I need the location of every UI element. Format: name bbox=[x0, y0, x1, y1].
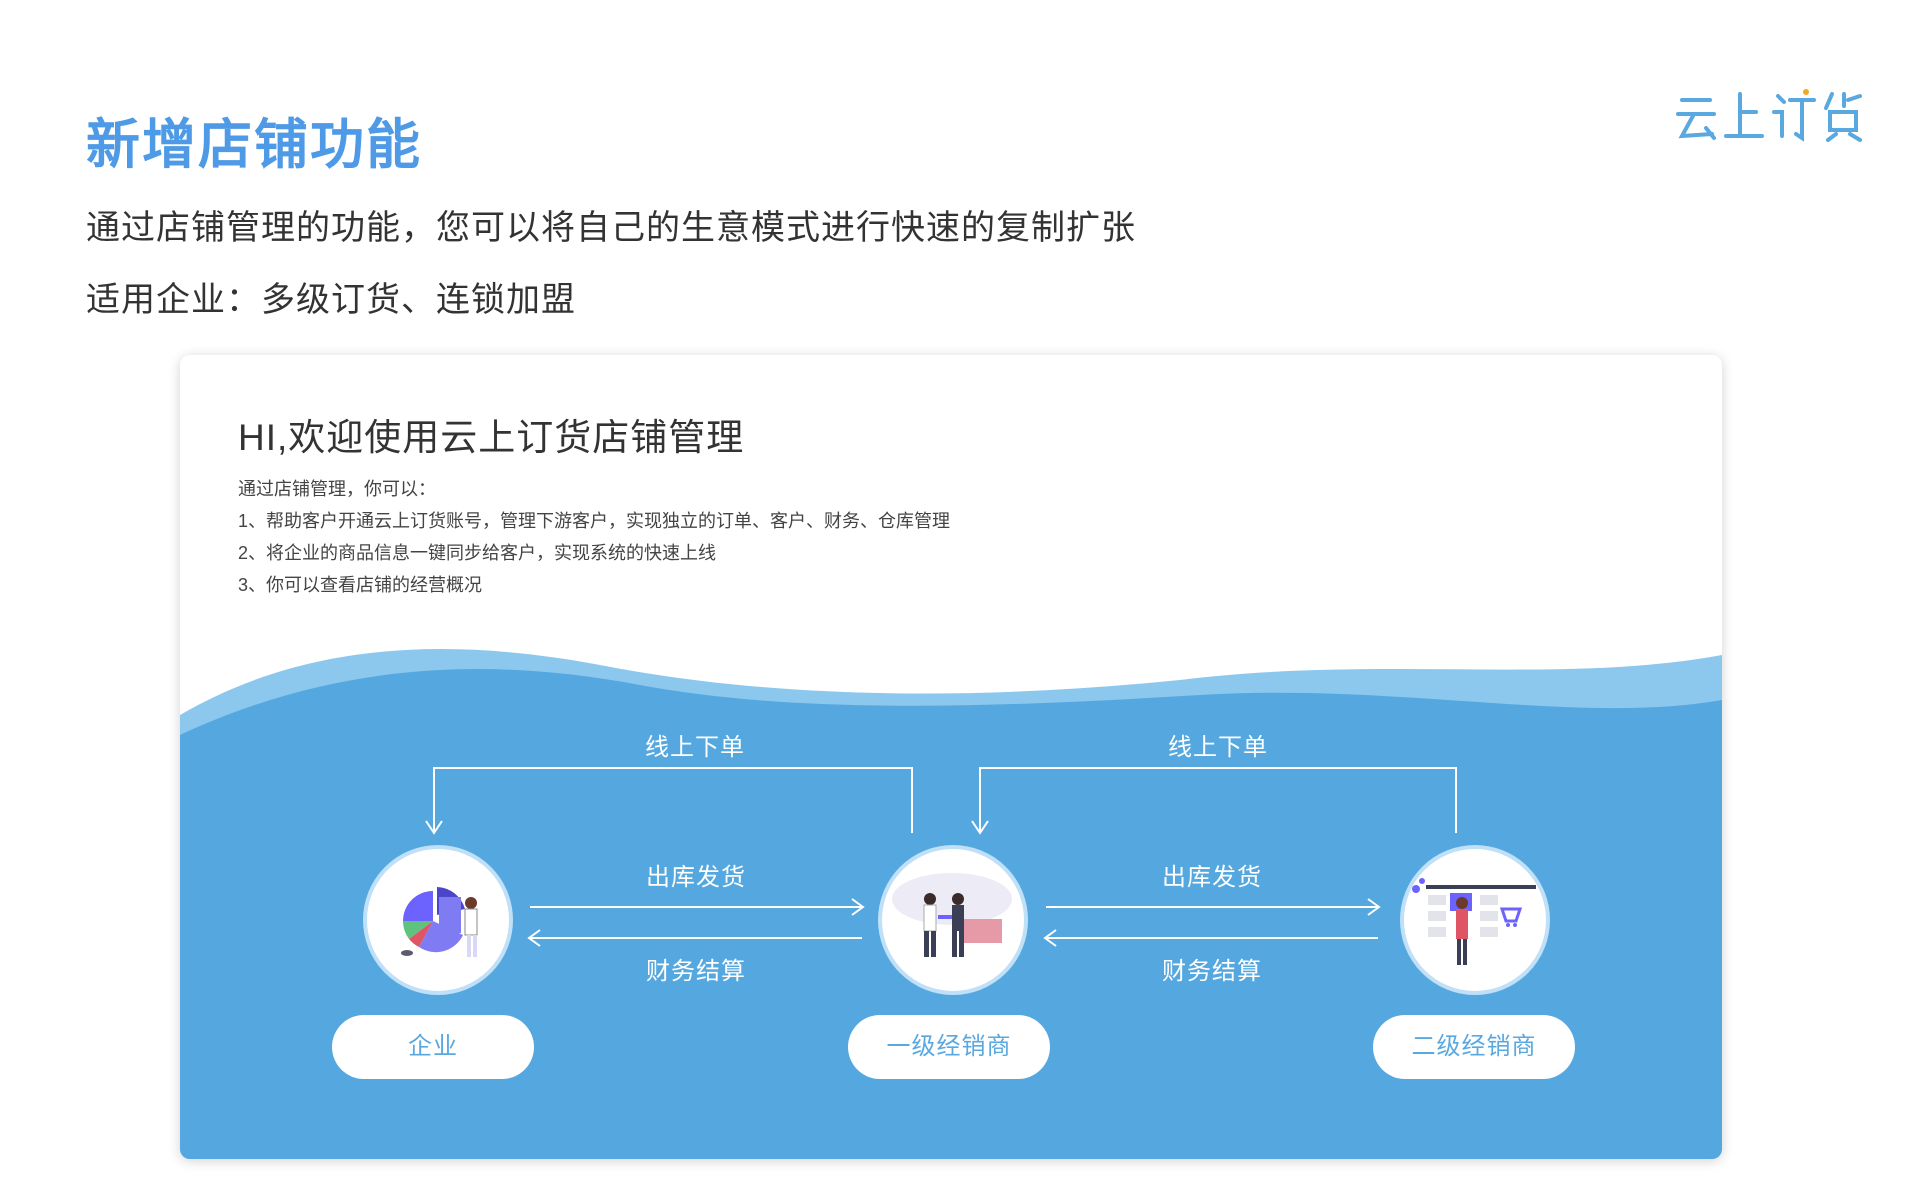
card-point-2: 2、将企业的商品信息一键同步给客户，实现系统的快速上线 bbox=[238, 543, 717, 563]
card-intro: 通过店铺管理，你可以： bbox=[238, 479, 436, 499]
handshake-people-icon bbox=[878, 845, 1028, 995]
node-secondary-dealer: 二级经销商 bbox=[1373, 1015, 1575, 1079]
node-primary-dealer: 一级经销商 bbox=[848, 1015, 1050, 1079]
flow-label-settle-left: 财务结算 bbox=[646, 958, 746, 985]
order-loop-right bbox=[979, 767, 1457, 833]
flow-label-settle-right: 财务结算 bbox=[1162, 958, 1262, 985]
flow-connectors bbox=[425, 767, 1457, 947]
subtitle-description: 通过店铺管理的功能，您可以将自己的生意模式进行快速的复制扩张 bbox=[86, 209, 1136, 247]
flow-label-order-left: 线上下单 bbox=[645, 734, 745, 761]
flow-label-ship-left: 出库发货 bbox=[646, 864, 746, 891]
shopping-person-icon bbox=[1400, 845, 1550, 995]
card-point-3: 3、你可以查看店铺的经营概况 bbox=[238, 575, 483, 595]
brand-logo bbox=[1676, 86, 1876, 146]
card-point-1: 1、帮助客户开通云上订货账号，管理下游客户，实现独立的订单、客户、财务、仓库管理 bbox=[238, 511, 951, 531]
flow-label-order-right: 线上下单 bbox=[1168, 734, 1268, 761]
flow-label-ship-right: 出库发货 bbox=[1162, 864, 1262, 891]
order-loop-left bbox=[433, 767, 913, 833]
store-management-card: HI,欢迎使用云上订货店铺管理 通过店铺管理，你可以： 1、帮助客户开通云上订货… bbox=[180, 355, 1722, 1159]
subtitle-applicable: 适用企业：多级订货、连锁加盟 bbox=[86, 281, 576, 319]
pie-chart-person-icon bbox=[363, 845, 513, 995]
card-heading: HI,欢迎使用云上订货店铺管理 bbox=[238, 417, 745, 458]
page-title: 新增店铺功能 bbox=[86, 115, 422, 175]
node-enterprise: 企业 bbox=[332, 1015, 534, 1079]
